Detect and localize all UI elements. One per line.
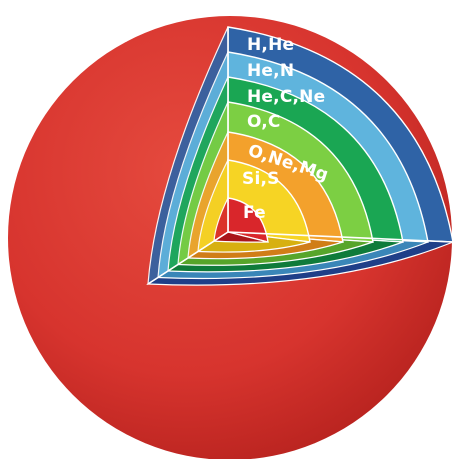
layer-label-fe: Fe [243, 203, 266, 223]
shell-face-6 [227, 197, 269, 243]
cutaway-layers [146, 26, 453, 286]
layer-label-h-he: H,He [247, 35, 294, 55]
layer-label-o-c: O,C [247, 112, 281, 132]
cut-edge-2 [147, 231, 229, 285]
layer-label-si-s: Si,S [242, 169, 280, 189]
layer-labels: H,He He,N He,C,Ne O,C O,Ne,Mg Si,S Fe [242, 35, 331, 223]
layer-label-he-c-ne: He,C,Ne [247, 87, 325, 107]
cut-edge-1 [227, 231, 453, 243]
layer-label-he-n: He,N [247, 61, 294, 81]
